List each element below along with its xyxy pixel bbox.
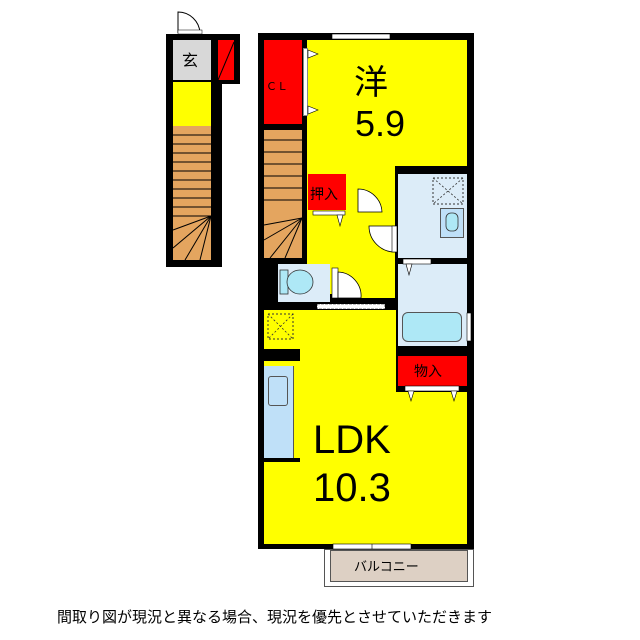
closet[interactable] — [264, 40, 302, 124]
washbasin — [440, 208, 464, 238]
kitchen-end-wall — [264, 458, 300, 462]
kitchen-sink — [268, 376, 288, 406]
balcony-label: バルコニー — [354, 560, 419, 575]
western-room[interactable] — [307, 40, 467, 166]
ldk-room-right — [392, 392, 467, 544]
entrance-genkan[interactable] — [173, 40, 211, 80]
western-room-size: 5.9 — [355, 103, 406, 144]
oshiire-label: 押入 — [310, 187, 338, 203]
toilet-door-area — [338, 262, 395, 298]
upper-stairs — [264, 130, 302, 258]
western-room-type: 洋 — [354, 63, 388, 103]
ldk-size: 10.3 — [313, 466, 391, 510]
closet-label: ＣＬ — [266, 81, 288, 93]
bathtub — [402, 312, 462, 342]
entrance-hall — [173, 82, 211, 126]
kitchen-partition — [264, 349, 300, 361]
disclaimer-text: 間取り図が現況と異なる場合、現況を優先とさせていただきます — [57, 608, 493, 626]
hallway-upper — [355, 150, 395, 180]
shoe-closet — [218, 40, 234, 80]
storage-label: 物入 — [414, 364, 442, 380]
toilet-room[interactable] — [278, 264, 330, 302]
oshiire-closet[interactable] — [308, 174, 346, 210]
closet-door[interactable] — [303, 48, 308, 116]
balcony[interactable] — [330, 550, 468, 582]
entrance-label: 玄 — [182, 51, 199, 70]
entry-door-swing — [177, 11, 201, 34]
ldk-type: LDK — [313, 418, 391, 462]
lower-stairs — [173, 126, 211, 260]
storage-closet[interactable] — [398, 356, 467, 386]
